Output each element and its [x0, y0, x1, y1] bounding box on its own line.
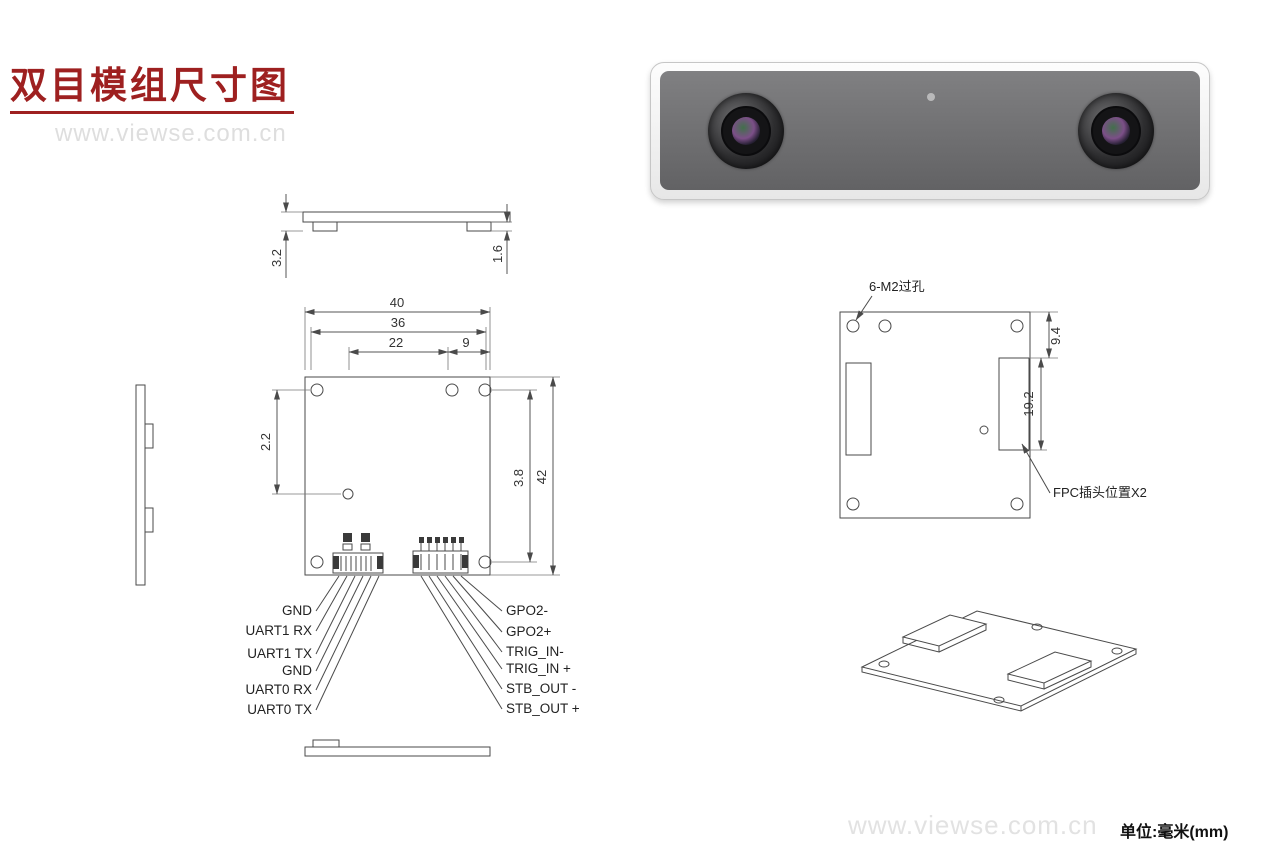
watermark-top: www.viewse.com.cn — [55, 120, 287, 147]
pin-label-uart0-rx: UART0 RX — [245, 682, 312, 697]
camera-module-photo — [650, 62, 1210, 200]
io-connector — [412, 537, 469, 574]
hole-callout: 6-M2过孔 — [869, 279, 925, 294]
svg-text:9: 9 — [462, 335, 469, 350]
title-underline — [10, 111, 294, 114]
svg-text:3.8: 3.8 — [511, 469, 526, 487]
side-profile-left-view — [135, 384, 154, 586]
pin-label-stb-out-plus: STB_OUT + — [506, 701, 580, 716]
right-lens-glass — [1102, 116, 1130, 145]
dim-back-top: 9.4 — [1029, 311, 1063, 359]
indicator-dot — [927, 93, 935, 101]
isometric-pcb-view — [860, 610, 1138, 712]
fpc-callout: FPC插头位置X2 — [1053, 485, 1147, 500]
dim-width-9: 9 — [447, 335, 491, 355]
pin-label-trig-in-minus: TRIG_IN- — [506, 644, 564, 659]
camera-face-panel — [660, 71, 1200, 190]
pin-label-stb-out-minus: STB_OUT - — [506, 681, 576, 696]
side-profile-bottom-view — [304, 739, 491, 757]
dim-height-42: 42 — [490, 376, 560, 576]
page-title: 双目模组尺寸图 — [10, 65, 290, 106]
dim-1-6: 1.6 — [490, 245, 505, 263]
svg-text:19.2: 19.2 — [1021, 391, 1036, 416]
pin-label-gpo2-minus: GPO2- — [506, 603, 548, 618]
side-profile-top-view: 3.2 1.6 — [269, 194, 512, 278]
right-camera-lens — [1078, 92, 1154, 169]
pin-label-gnd-1: GND — [282, 603, 312, 618]
unit-label: 单位:毫米(mm) — [1120, 824, 1229, 841]
watermark-bottom: www.viewse.com.cn — [848, 810, 1098, 840]
dim-hole-offset: 2.2 — [258, 389, 341, 495]
svg-text:2.2: 2.2 — [258, 433, 273, 451]
pin-label-uart1-tx: UART1 TX — [247, 646, 312, 661]
pin-label-uart0-tx: UART0 TX — [247, 702, 312, 717]
dim-width-22: 22 — [348, 335, 449, 370]
dim-width-36: 36 — [310, 315, 487, 370]
dim-conn-offset: 3.8 — [492, 389, 537, 563]
svg-text:40: 40 — [390, 295, 404, 310]
left-lens-glass — [732, 116, 760, 145]
pin-leaders-left — [315, 575, 380, 711]
svg-text:36: 36 — [391, 315, 405, 330]
pin-label-uart1-rx: UART1 RX — [245, 623, 312, 638]
pin-label-gnd-2: GND — [282, 663, 312, 678]
back-pcb-view: 6-M2过孔 9.4 19.2 FPC插头位置X2 — [839, 279, 1147, 519]
left-camera-lens — [708, 92, 784, 169]
right-lens-ring — [1091, 105, 1141, 156]
svg-text:42: 42 — [534, 470, 549, 484]
svg-text:22: 22 — [389, 335, 403, 350]
dim-width-40: 40 — [304, 295, 491, 370]
dim-back-connector: 19.2 — [1021, 357, 1047, 451]
pin-label-trig-in-plus: TRIG_IN + — [506, 661, 571, 676]
left-lens-ring — [721, 105, 771, 156]
front-pcb-view: 40 36 22 9 2.2 — [245, 295, 579, 717]
svg-text:9.4: 9.4 — [1048, 327, 1063, 345]
pin-label-gpo2-plus: GPO2+ — [506, 624, 552, 639]
pin-leaders-right — [420, 575, 503, 710]
uart-connector — [332, 533, 384, 574]
dim-3-2: 3.2 — [269, 249, 284, 267]
